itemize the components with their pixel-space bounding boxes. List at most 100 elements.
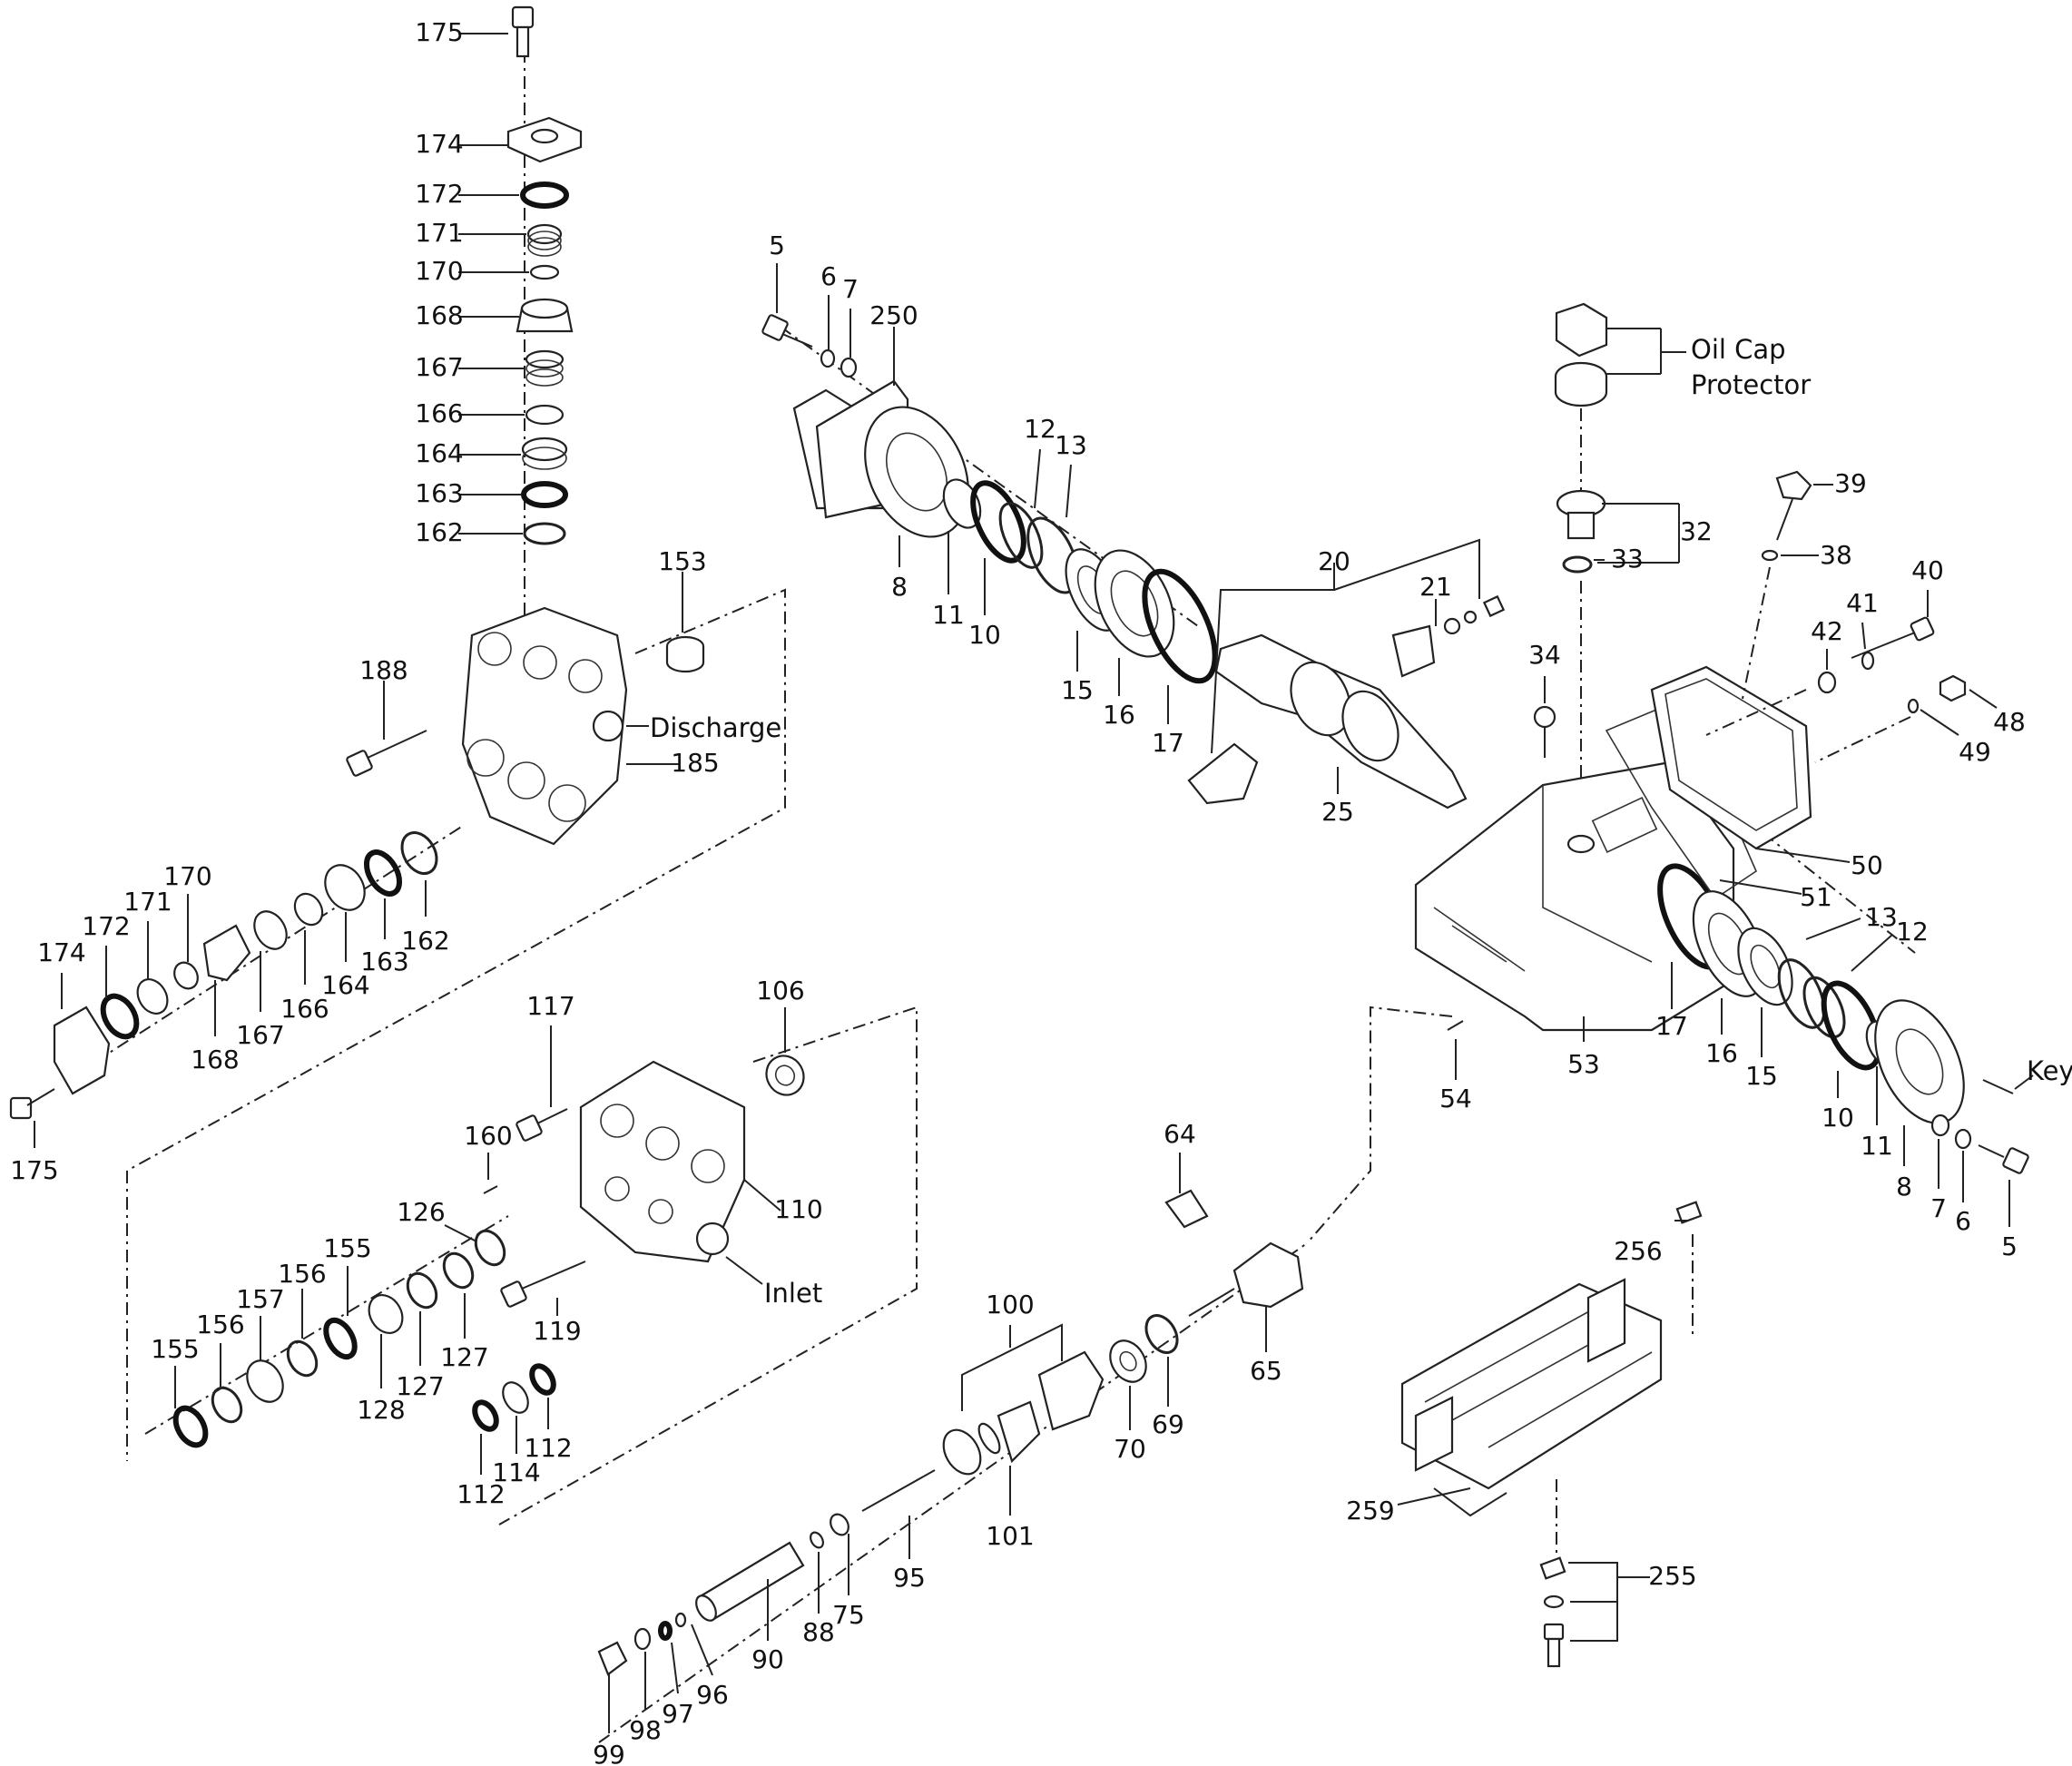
callout-156: 156 [278,1259,326,1289]
callout-164: 164 [415,438,463,468]
callout-155: 155 [151,1334,199,1364]
callout-153: 153 [658,546,706,576]
callout-69: 69 [1152,1409,1184,1439]
callout-17: 17 [1655,1011,1688,1041]
callout-112: 112 [457,1479,505,1509]
callout-119: 119 [533,1316,581,1346]
callout-259: 259 [1346,1496,1394,1526]
callout-127: 127 [440,1342,488,1372]
callout-164: 164 [321,970,369,1000]
callout-41: 41 [1846,588,1879,618]
callout-188: 188 [359,655,408,685]
callout-11: 11 [1861,1131,1893,1161]
callout-255: 255 [1648,1561,1696,1591]
callout-95: 95 [893,1563,926,1593]
callout-128: 128 [357,1395,405,1425]
callout-167: 167 [415,352,463,382]
inlet-label: Inlet [764,1278,822,1309]
callout-20: 20 [1318,546,1350,576]
callout-256: 256 [1614,1236,1662,1266]
right-bearing-group [1671,890,2034,1227]
base-frame [1397,1201,1703,1668]
callout-114: 114 [492,1457,540,1487]
callout-167: 167 [236,1020,284,1050]
callout-162: 162 [415,517,463,547]
callout-163: 163 [415,478,463,508]
callout-88: 88 [802,1617,835,1647]
callout-10: 10 [968,620,1001,650]
callout-168: 168 [191,1045,239,1074]
callout-155: 155 [323,1233,371,1263]
inlet-manifold [126,1006,918,1526]
callout-185: 185 [671,748,719,778]
callout-42: 42 [1811,616,1843,646]
callout-163: 163 [360,947,408,976]
callout-16: 16 [1103,700,1135,730]
callout-34: 34 [1528,640,1561,670]
callout-98: 98 [629,1715,662,1745]
callout-8: 8 [891,572,908,602]
callout-250: 250 [869,300,918,330]
callout-171: 171 [123,887,172,917]
callout-166: 166 [280,994,329,1024]
callout-17: 17 [1152,728,1184,758]
callout-39: 39 [1834,468,1867,498]
callout-38: 38 [1820,540,1852,570]
callout-15: 15 [1061,675,1094,705]
callout-174: 174 [415,129,463,159]
callout-90: 90 [751,1644,784,1674]
callout-13: 13 [1055,430,1087,460]
protector-label: Protector [1691,369,1811,400]
callout-106: 106 [756,976,804,1006]
callout-99: 99 [593,1740,625,1766]
callout-51: 51 [1800,882,1832,912]
left-bearing-group [761,263,1218,724]
callout-70: 70 [1114,1434,1146,1464]
callout-11: 11 [932,600,965,630]
callout-48: 48 [1993,707,2026,737]
callout-110: 110 [774,1194,822,1224]
callout-5: 5 [2001,1231,2018,1261]
callout-156: 156 [196,1310,244,1339]
callout-127: 127 [396,1371,444,1401]
callout-25: 25 [1321,797,1354,827]
callout-65: 65 [1250,1356,1282,1386]
callout-49: 49 [1959,737,1991,767]
callout-172: 172 [82,911,130,941]
rear-cover [1605,470,1998,900]
key-label: Key [2027,1055,2072,1086]
callout-170: 170 [163,861,211,891]
part-number-callouts: 1751741721711701681671661641631621531881… [10,17,2026,1766]
callout-50: 50 [1851,850,1883,880]
callout-32: 32 [1680,516,1713,546]
callout-10: 10 [1822,1103,1854,1133]
callout-168: 168 [415,300,463,330]
callout-160: 160 [464,1121,512,1151]
callout-33: 33 [1611,544,1644,574]
callout-64: 64 [1164,1119,1196,1149]
callout-5: 5 [769,231,785,260]
callout-53: 53 [1567,1049,1600,1079]
callout-21: 21 [1419,572,1452,602]
plunger-assembly [597,1153,1308,1743]
crankshaft-assembly [1187,538,1506,809]
callout-101: 101 [986,1521,1034,1551]
upper-valve-stack [458,5,583,635]
word-labels: Oil Cap Protector Discharge Inlet Key [650,334,2072,1309]
callout-157: 157 [236,1284,284,1314]
callout-12: 12 [1024,414,1056,444]
callout-8: 8 [1896,1172,1912,1202]
callout-15: 15 [1745,1061,1778,1091]
callout-162: 162 [401,926,449,956]
callout-75: 75 [832,1600,865,1630]
callout-100: 100 [986,1290,1034,1320]
oil-cap-assembly [1554,302,1686,844]
callout-40: 40 [1911,555,1944,585]
callout-174: 174 [37,937,85,967]
callout-175: 175 [415,17,463,47]
discharge-manifold [126,572,786,1172]
callout-96: 96 [696,1680,729,1710]
callout-172: 172 [415,179,463,209]
